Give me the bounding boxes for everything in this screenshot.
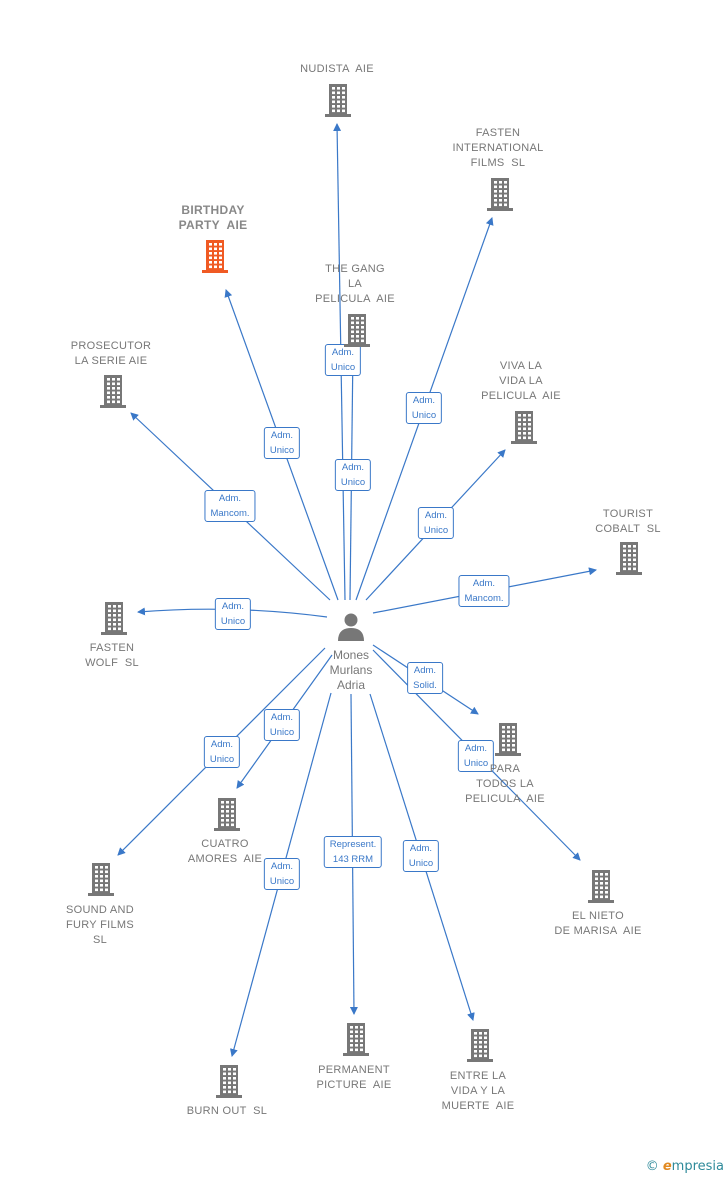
building-icon[interactable] (212, 797, 242, 831)
building-icon[interactable] (341, 1022, 371, 1056)
edge-label-the-gang[interactable]: Adm. Unico (334, 459, 372, 491)
edge-label-prosecutor[interactable]: Adm. Mancom. (204, 490, 256, 522)
company-label-tourist-cobalt[interactable]: TOURIST COBALT SL (595, 508, 661, 535)
edge-label-entre-la-vida[interactable]: Adm. Unico (402, 840, 440, 872)
company-label-fasten-wolf[interactable]: FASTEN WOLF SL (85, 642, 139, 669)
building-icon[interactable] (98, 374, 128, 408)
edge-label-permanent-picture[interactable]: Represent. 143 RRM (323, 836, 383, 868)
building-icon[interactable] (342, 313, 372, 347)
building-shape (214, 798, 240, 831)
company-label-the-gang[interactable]: THE GANG LA PELICULA AIE (315, 263, 395, 305)
copyright-symbol: © (645, 1159, 659, 1174)
person-icon[interactable] (338, 613, 364, 642)
edge-label-viva-la-vida[interactable]: Adm. Unico (417, 507, 455, 539)
company-label-prosecutor[interactable]: PROSECUTOR LA SERIE AIE (70, 340, 152, 367)
edge-label-para-todos[interactable]: Adm. Solid. (407, 662, 443, 694)
building-icon[interactable] (200, 239, 230, 273)
company-label-viva-la-vida[interactable]: VIVA LA VIDA LA PELICULA AIE (481, 360, 561, 402)
building-icon[interactable] (86, 862, 116, 896)
building-shape (100, 375, 126, 408)
building-icon[interactable] (465, 1028, 495, 1062)
building-shape (202, 240, 228, 273)
building-icon[interactable] (509, 410, 539, 444)
company-label-fasten-international[interactable]: FASTEN INTERNATIONAL FILMS SL (452, 127, 544, 169)
company-label-cuatro-amores[interactable]: CUATRO AMORES AIE (187, 838, 263, 865)
building-shape (88, 863, 114, 896)
building-icon[interactable] (493, 722, 523, 756)
edge-label-birthday-party[interactable]: Adm. Unico (263, 427, 301, 459)
edge-label-burn-out[interactable]: Adm. Unico (263, 858, 301, 890)
building-shape (467, 1029, 493, 1062)
building-shape (588, 870, 614, 903)
edge-label-sound-and-fury[interactable]: Adm. Unico (203, 736, 241, 768)
company-label-para-todos[interactable]: PARA TODOS LA PELICULA AIE (465, 763, 545, 805)
edge-label-nudista[interactable]: Adm. Unico (324, 344, 362, 376)
company-label-el-nieto[interactable]: EL NIETO DE MARISA AIE (554, 910, 642, 937)
edge-label-fasten-wolf[interactable]: Adm. Unico (214, 598, 252, 630)
building-shape (511, 411, 537, 444)
building-icon[interactable] (614, 541, 644, 575)
building-shape (101, 602, 127, 635)
building-icon[interactable] (99, 601, 129, 635)
watermark: © empresia (646, 1159, 724, 1174)
building-icon[interactable] (586, 869, 616, 903)
building-shape (325, 84, 351, 117)
company-label-burn-out[interactable]: BURN OUT SL (186, 1105, 268, 1117)
company-label-permanent-picture[interactable]: PERMANENT PICTURE AIE (316, 1064, 392, 1091)
company-label-nudista[interactable]: NUDISTA AIE (300, 63, 374, 75)
brand-initial: e (662, 1159, 672, 1174)
building-icon[interactable] (214, 1064, 244, 1098)
edge-label-el-nieto[interactable]: Adm. Unico (457, 740, 495, 772)
building-icon[interactable] (485, 177, 515, 211)
company-label-entre-la-vida[interactable]: ENTRE LA VIDA Y LA MUERTE AIE (441, 1070, 515, 1112)
building-shape (616, 542, 642, 575)
building-shape (487, 178, 513, 211)
building-shape (216, 1065, 242, 1098)
building-shape (343, 1023, 369, 1056)
building-shape (495, 723, 521, 756)
brand-rest: mpresia (671, 1159, 724, 1174)
person-name-label[interactable]: Mones Murlans Adria (329, 648, 373, 692)
company-label-birthday-party[interactable]: BIRTHDAY PARTY AIE (178, 203, 248, 232)
building-shape (344, 314, 370, 347)
company-label-sound-and-fury[interactable]: SOUND AND FURY FILMS SL (65, 904, 135, 946)
edge-label-cuatro-amores[interactable]: Adm. Unico (263, 709, 301, 741)
edge-label-fasten-international[interactable]: Adm. Unico (405, 392, 443, 424)
building-icon[interactable] (323, 83, 353, 117)
edge-label-tourist-cobalt[interactable]: Adm. Mancom. (458, 575, 510, 607)
